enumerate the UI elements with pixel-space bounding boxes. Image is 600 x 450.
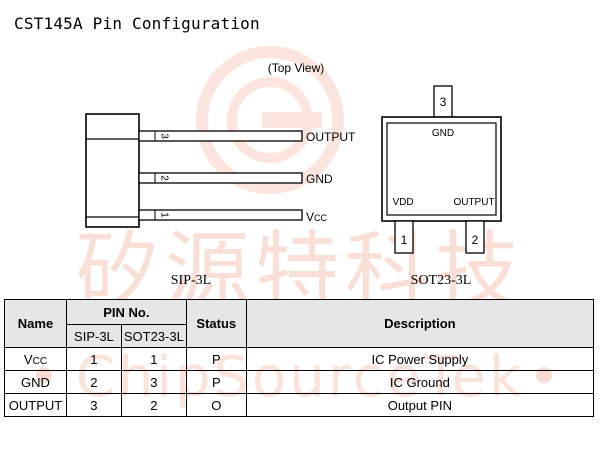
sip-pin-2: 2 GND xyxy=(138,172,333,186)
header-sip: SIP-3L xyxy=(65,324,122,348)
cell-name: GND xyxy=(4,370,67,394)
sot-pin-2 xyxy=(465,220,485,254)
sip-pin-1: 1 VCC xyxy=(138,209,328,224)
cell-sip: 2 xyxy=(65,370,122,394)
sip-body xyxy=(85,113,140,228)
sip-pin-2-number: 2 xyxy=(158,175,169,181)
header-sot: SOT23-3L xyxy=(120,324,187,348)
cell-name: VCC xyxy=(4,347,67,371)
cell-sot: 2 xyxy=(120,393,187,417)
cell-sot: 3 xyxy=(120,370,187,394)
top-view-label: (Top View) xyxy=(268,61,324,75)
cell-status: P xyxy=(185,370,247,394)
sip-package-name: SIP-3L xyxy=(171,273,211,288)
sip-pin-1-number: 1 xyxy=(158,212,169,218)
table-row: GND 2 3 P IC Ground xyxy=(4,370,595,394)
table-row: VCC 1 1 P IC Power Supply xyxy=(4,347,595,371)
sot-top-pin-number: 3 xyxy=(440,95,447,109)
sip-pin-3-number: 3 xyxy=(158,133,169,139)
cell-sip: 3 xyxy=(65,393,122,417)
cell-description: IC Ground xyxy=(245,370,595,394)
cell-sip: 1 xyxy=(65,347,122,371)
sip-pin-3-label: OUTPUT xyxy=(306,130,356,144)
header-status: Status xyxy=(185,299,247,348)
sot-pin-1-number: 1 xyxy=(401,233,408,247)
cell-status: P xyxy=(185,347,247,371)
sip-package: 3 OUTPUT 2 GND 1 VCC SIP-3L xyxy=(85,113,356,288)
cell-sot: 1 xyxy=(120,347,187,371)
sot-body-inner xyxy=(386,122,497,216)
cell-status: O xyxy=(185,393,247,417)
sip-pin-1-label: VCC xyxy=(306,210,328,224)
sot-right-label: OUTPUT xyxy=(453,197,494,208)
cell-description: Output PIN xyxy=(245,393,595,417)
pin-diagram: (Top View) 3 OUTPUT 2 GND 1 VCC SIP-3L xyxy=(85,61,502,288)
cell-description: IC Power Supply xyxy=(245,347,595,371)
header-pin-no: PIN No. xyxy=(65,299,187,325)
sot-pin-2-number: 2 xyxy=(472,233,479,247)
sip-pin-3: 3 OUTPUT xyxy=(138,130,356,144)
page-title: CST145A Pin Configuration xyxy=(14,14,260,33)
sip-pin-2-label: GND xyxy=(306,172,333,186)
sot-top-label: GND xyxy=(432,128,454,139)
sot-left-label: VDD xyxy=(392,197,413,208)
sot-package: 3 GND VDD OUTPUT 1 2 SOT23-3L xyxy=(381,85,502,288)
cell-name: OUTPUT xyxy=(4,393,67,417)
sot-package-name: SOT23-3L xyxy=(411,273,472,288)
pin-table: Name PIN No. Status Description SIP-3L S… xyxy=(4,299,595,417)
table-row: OUTPUT 3 2 O Output PIN xyxy=(4,393,595,417)
header-description: Description xyxy=(245,299,595,348)
header-name: Name xyxy=(4,299,67,348)
sot-pin-1 xyxy=(394,220,414,254)
